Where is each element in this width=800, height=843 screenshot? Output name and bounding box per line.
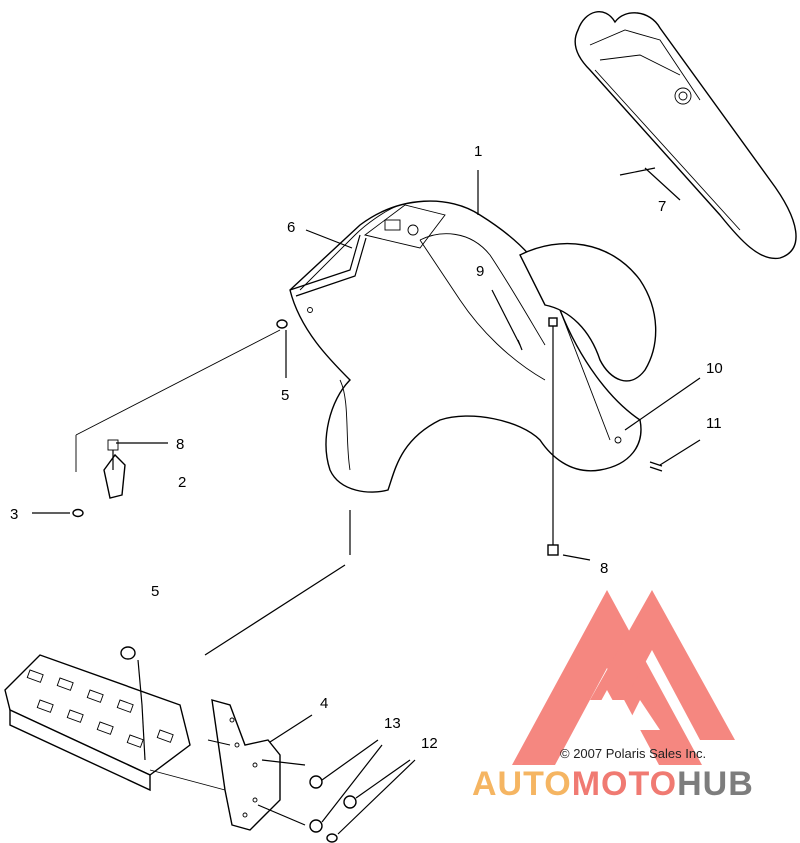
callout-1: 1 (474, 143, 482, 160)
part-13-washers (309, 739, 383, 833)
callout-3: 3 (10, 506, 18, 523)
part-5-rivet-upper (276, 319, 288, 378)
callout-4: 4 (320, 695, 328, 712)
watermark-moto: MOTO (572, 765, 677, 803)
copyright-notice: © 2007 Polaris Sales Inc. (560, 746, 706, 761)
part-12-nuts (326, 759, 416, 843)
watermark-text: AUTOMOTOHUB (472, 765, 754, 803)
part-11-screw (649, 439, 701, 472)
part-8-clip-lower (547, 317, 591, 561)
callout-2: 2 (178, 474, 186, 491)
part-7-cover (574, 11, 797, 260)
callout-5-lower: 5 (151, 583, 159, 600)
callout-5-upper: 5 (281, 387, 289, 404)
footrest (4, 654, 191, 792)
leader-lines (112, 167, 681, 470)
part-3-screw (32, 508, 84, 518)
callout-11: 11 (706, 415, 722, 432)
leader-10 (624, 377, 701, 431)
callout-8-upper: 8 (176, 436, 184, 453)
callout-9: 9 (476, 263, 484, 280)
callout-10: 10 (706, 360, 723, 377)
watermark-hub: HUB (677, 765, 754, 803)
callout-6: 6 (287, 219, 295, 236)
watermark-auto: AUTO (472, 765, 572, 803)
watermark-logo (512, 590, 735, 765)
callout-7: 7 (658, 198, 666, 215)
callout-13: 13 (384, 715, 401, 732)
callout-8-lower: 8 (600, 560, 608, 577)
part-2-bracket (75, 329, 281, 499)
svg-text:AUTOMOTOHUB: AUTOMOTOHUB (472, 765, 754, 803)
part-4-mud-flap (211, 699, 313, 831)
part-9-rod (491, 289, 523, 351)
assembly-lines (149, 510, 351, 826)
part-5-rivet-lower (120, 646, 146, 761)
callout-12: 12 (421, 735, 438, 752)
